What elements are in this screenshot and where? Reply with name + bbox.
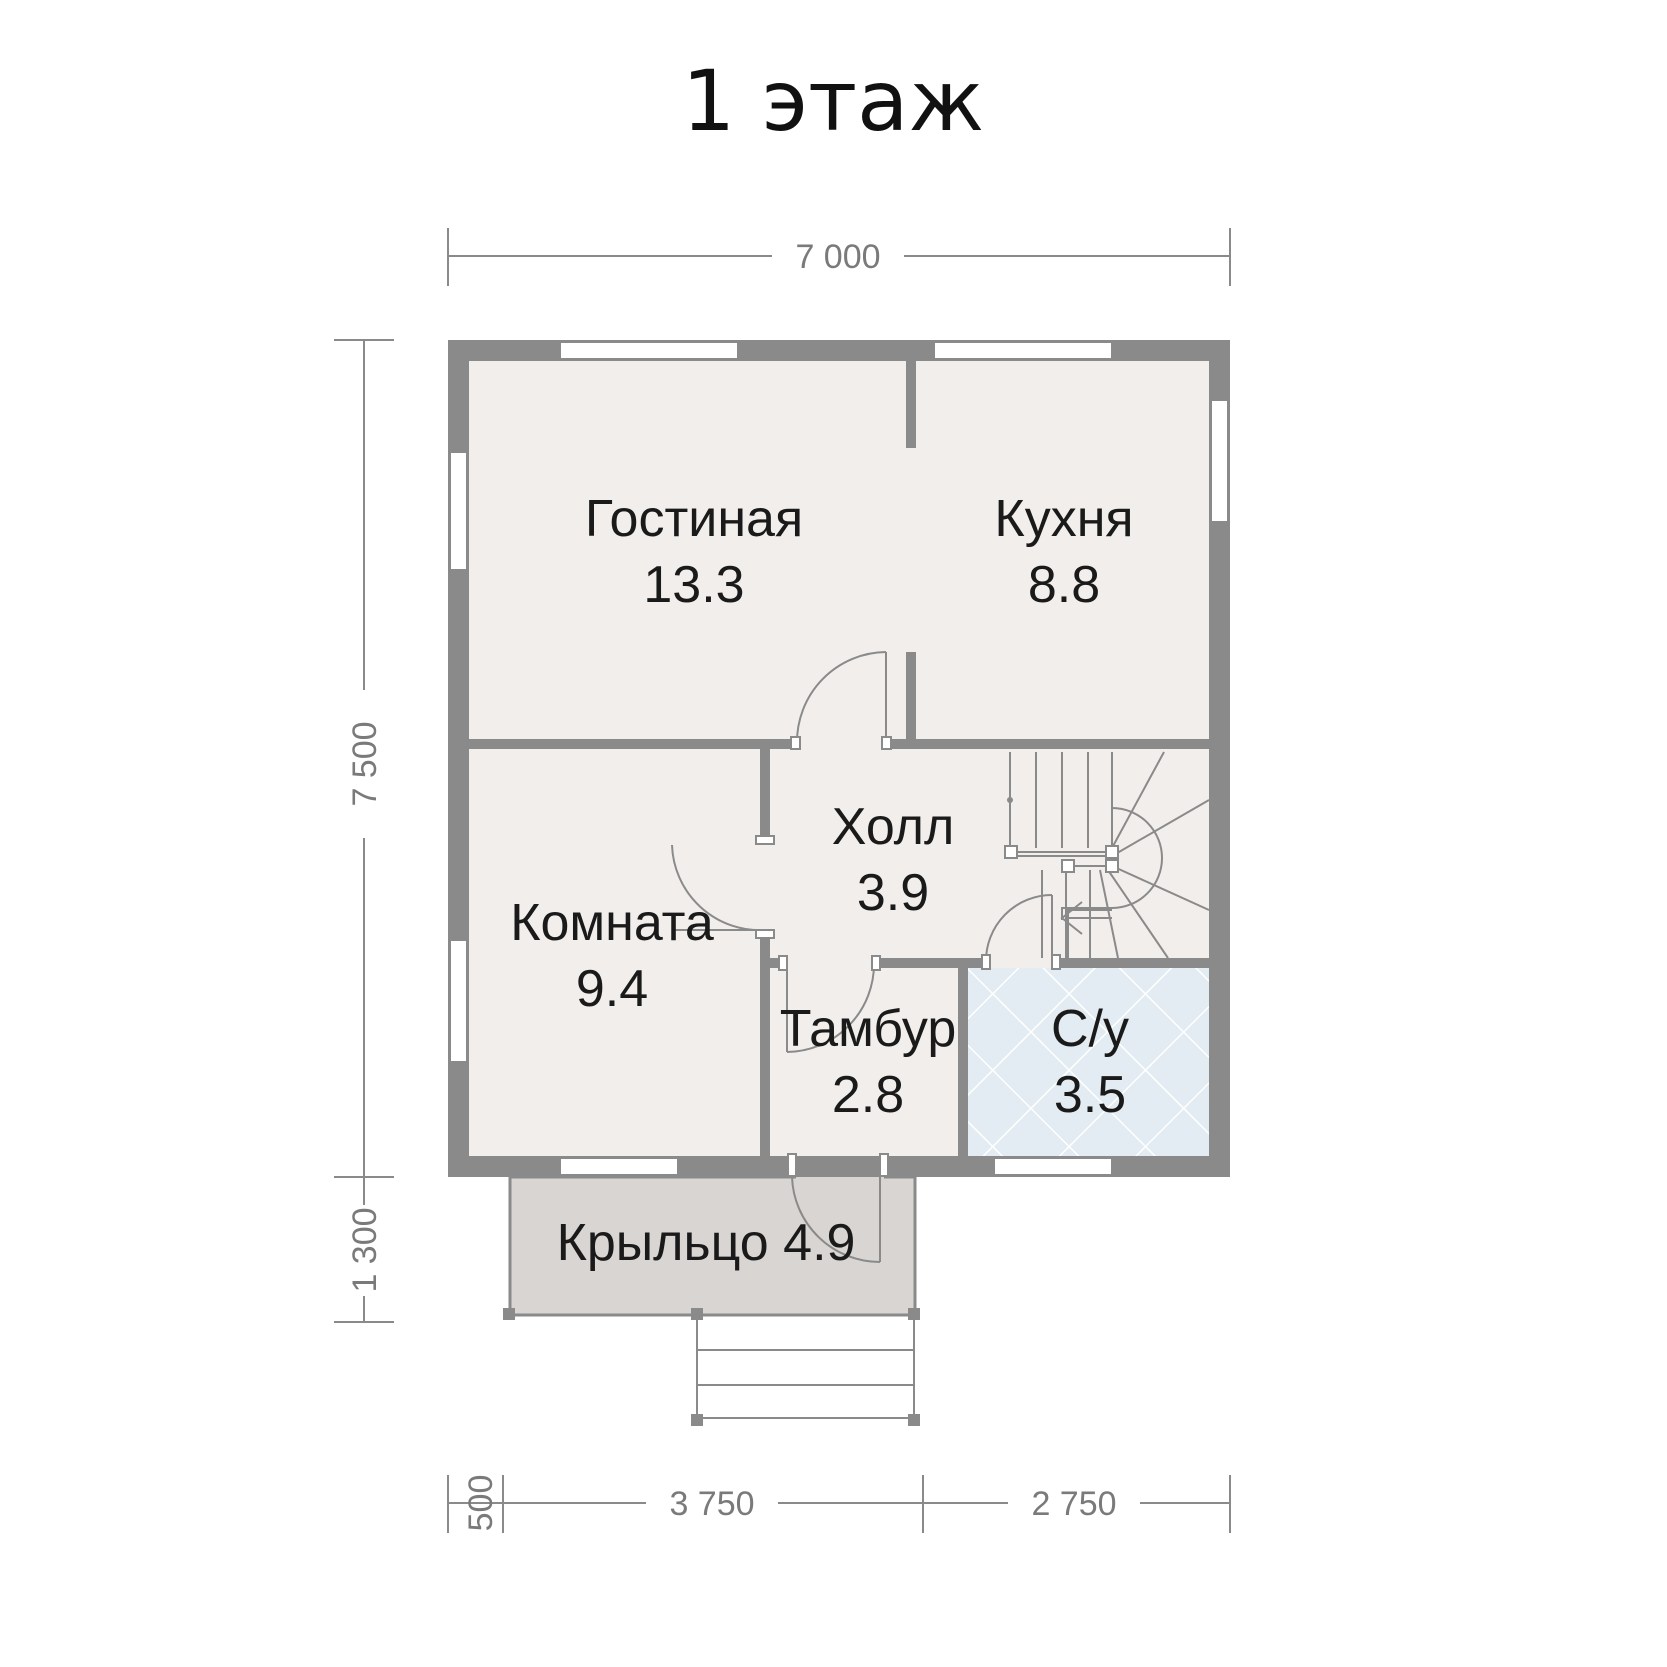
dimension-left: 7 500 1 300 [334, 339, 394, 1323]
room-area-living: 13.3 [643, 556, 744, 614]
dimension-left-main-label: 7 500 [346, 721, 384, 806]
dimension-bottom-offset-label: 500 [462, 1475, 500, 1532]
room-name-vestibule: Тамбур [780, 1000, 957, 1058]
dimension-top: 7 000 [447, 228, 1231, 286]
room-area-kitchen: 8.8 [1028, 556, 1100, 614]
room-name-kitchen: Кухня [994, 490, 1133, 548]
window-kitchen-top [933, 341, 1113, 360]
entrance-steps [691, 1308, 920, 1426]
doors [671, 651, 1061, 1263]
window-living-left [449, 451, 468, 571]
dimension-bottom: 500 3 750 2 750 [447, 1475, 1231, 1533]
room-area-room: 9.4 [576, 960, 648, 1018]
window-room-left [449, 939, 468, 1063]
room-name-room: Комната [510, 894, 714, 952]
interior-floors [468, 360, 1210, 1255]
floor-title: 1 этаж [682, 52, 984, 150]
dimension-top-label: 7 000 [795, 238, 880, 276]
room-name-living: Гостиная [585, 490, 803, 548]
room-area-hall: 3.9 [857, 864, 929, 922]
room-name-porch: Крыльцо 4.9 [557, 1214, 856, 1272]
window-living-top [559, 341, 739, 360]
window-room-bottom [559, 1157, 679, 1176]
room-labels: Гостиная 13.3 Кухня 8.8 Холл 3.9 Комната… [510, 490, 1133, 1272]
window-bathroom-bottom [993, 1157, 1113, 1176]
dimension-bottom-left-label: 3 750 [669, 1485, 754, 1523]
room-area-bathroom: 3.5 [1054, 1066, 1126, 1124]
room-name-hall: Холл [832, 798, 955, 856]
staircase [1004, 751, 1210, 959]
dimension-left-porch-label: 1 300 [346, 1207, 384, 1292]
window-kitchen-right [1210, 399, 1229, 523]
interior-walls [468, 360, 1210, 1157]
dimension-bottom-right-label: 2 750 [1031, 1485, 1116, 1523]
room-area-vestibule: 2.8 [832, 1066, 904, 1124]
room-name-bathroom: С/у [1051, 1000, 1129, 1058]
windows [449, 341, 1229, 1176]
